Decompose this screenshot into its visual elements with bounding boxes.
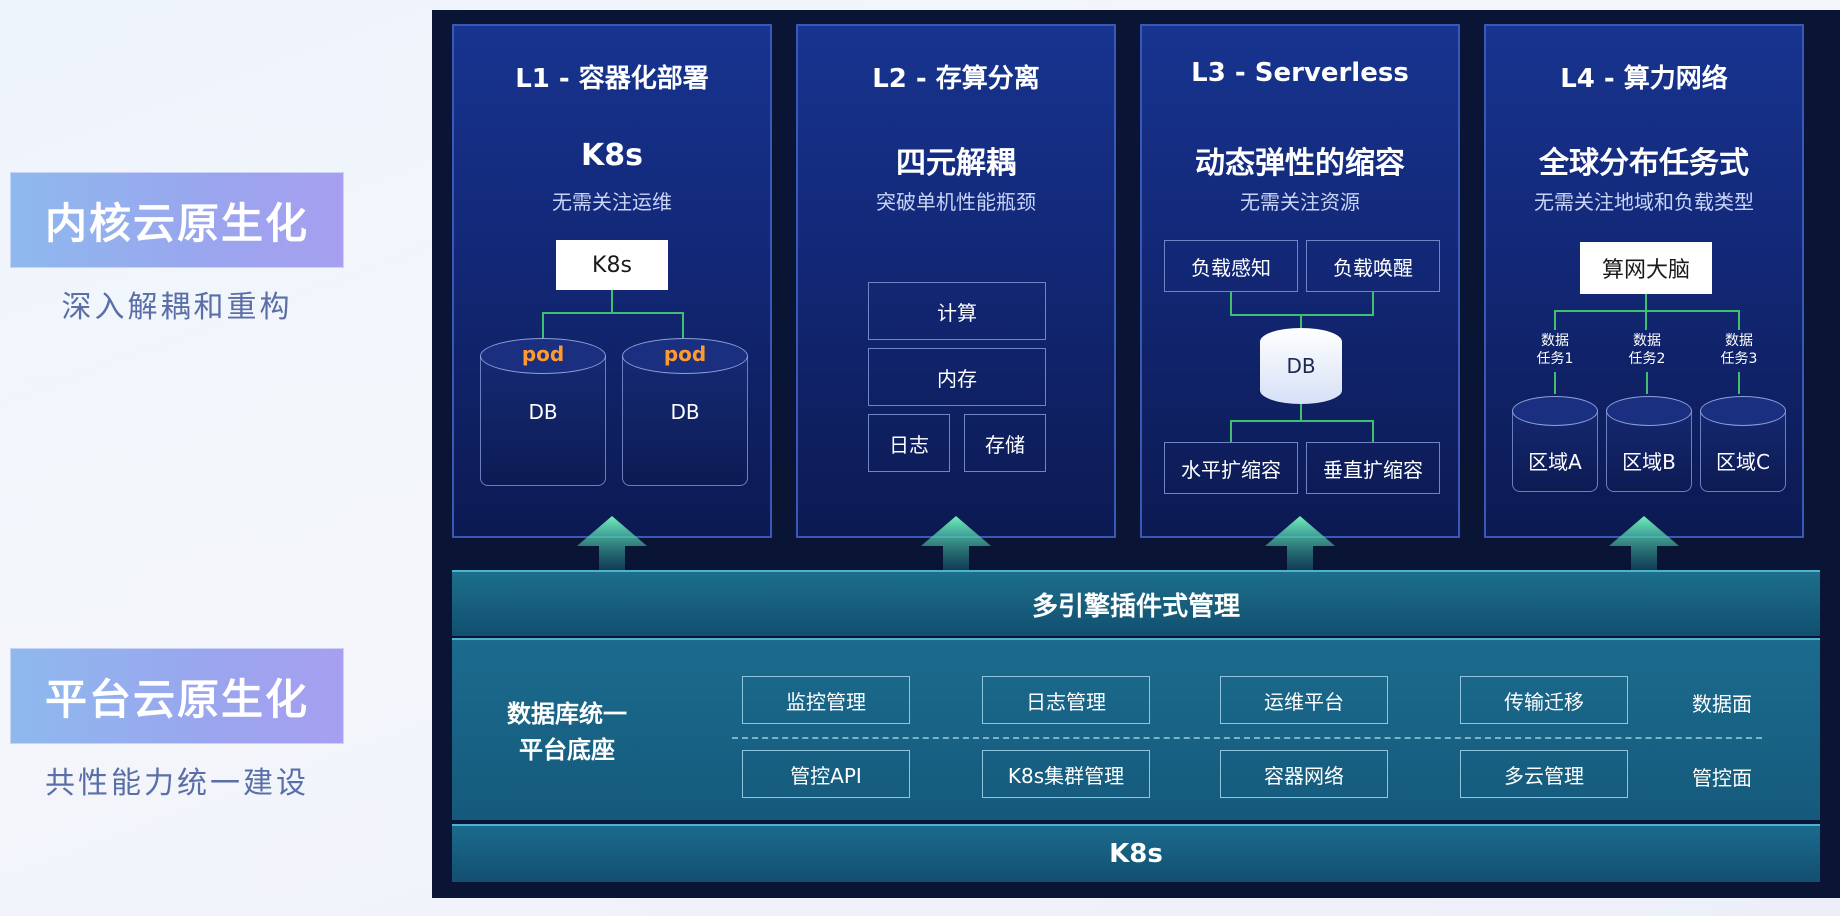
connector-line [1554, 310, 1556, 330]
pod-cylinder [480, 356, 606, 486]
column-subtitle: 无需关注资源 [1240, 190, 1360, 214]
connector-line [1230, 292, 1232, 314]
pod-label: pod [521, 342, 565, 366]
load-sensing-box: 负载感知 [1164, 240, 1298, 292]
compute-network-brain-box: 算网大脑 [1580, 242, 1712, 294]
region-cylinder-top [1512, 396, 1598, 426]
column-title: L1 - 容器化部署 [515, 64, 709, 94]
vertical-scaling-box: 垂直扩缩容 [1306, 442, 1440, 494]
compute-box: 计算 [868, 282, 1046, 340]
horizontal-scaling-box: 水平扩缩容 [1164, 442, 1298, 494]
connector-line [1646, 372, 1648, 394]
multi-engine-management-bar: 多引擎插件式管理 [452, 570, 1820, 636]
data-plane-label: 数据面 [1692, 692, 1752, 716]
region-label: 区域B [1622, 450, 1676, 474]
up-arrow-icon [1609, 516, 1679, 578]
column-l3: L3 - Serverless 动态弹性的缩容 无需关注资源 负载感知 负载唤醒… [1140, 24, 1460, 538]
region-label: 区域C [1716, 450, 1770, 474]
base-title-line1: 数据库统一 [507, 700, 627, 728]
connector-line [1230, 420, 1374, 422]
container-network-box: 容器网络 [1220, 750, 1388, 798]
column-title: L4 - 算力网络 [1560, 64, 1728, 94]
connector-line [611, 290, 613, 312]
connector-line [1372, 292, 1374, 314]
column-headline: 全球分布任务式 [1539, 146, 1749, 181]
storage-box: 存储 [964, 414, 1046, 472]
column-title: L2 - 存算分离 [872, 64, 1040, 94]
task-line1: 数据 [1633, 333, 1661, 349]
data-task-label: 数据任务3 [1708, 332, 1770, 368]
multi-cloud-management-box: 多云管理 [1460, 750, 1628, 798]
transfer-migration-box: 传输迁移 [1460, 676, 1628, 724]
load-wakeup-box: 负载唤醒 [1306, 240, 1440, 292]
control-plane-label: 管控面 [1692, 766, 1752, 790]
connector-line [1300, 404, 1302, 420]
pod-cylinder-top [622, 338, 748, 374]
connector-line [1230, 314, 1374, 316]
column-headline: 动态弹性的缩容 [1195, 146, 1405, 181]
ops-platform-box: 运维平台 [1220, 676, 1388, 724]
platform-base: 数据库统一平台底座 监控管理 日志管理 运维平台 传输迁移 数据面 管控API … [452, 638, 1820, 820]
db-cylinder: DB [1260, 328, 1342, 404]
base-title-line2: 平台底座 [519, 736, 615, 764]
connector-line [1645, 294, 1647, 330]
column-subtitle: 无需关注地域和负载类型 [1534, 190, 1754, 214]
column-l2: L2 - 存算分离 四元解耦 突破单机性能瓶颈 计算 内存 日志 存储 [796, 24, 1116, 538]
control-api-box: 管控API [742, 750, 910, 798]
architecture-panel: L1 - 容器化部署 K8s 无需关注运维 K8s pod DB pod DB … [432, 10, 1840, 898]
column-subtitle: 无需关注运维 [552, 190, 672, 214]
data-task-label: 数据任务1 [1524, 332, 1586, 368]
platform-cloud-native-label: 平台云原生化 [10, 648, 344, 744]
pod-label: pod [663, 342, 707, 366]
task-line1: 数据 [1541, 333, 1569, 349]
column-title: L3 - Serverless [1191, 58, 1409, 88]
k8s-bar: K8s [452, 824, 1820, 882]
connector-line [682, 312, 684, 338]
memory-box: 内存 [868, 348, 1046, 406]
db-label: DB [528, 400, 558, 424]
task-line2: 任务2 [1628, 351, 1666, 367]
task-line1: 数据 [1725, 333, 1753, 349]
kernel-cloud-native-subtitle: 深入解耦和重构 [61, 290, 293, 325]
plane-divider [732, 737, 1762, 739]
connector-line [1300, 314, 1302, 328]
region-label: 区域A [1528, 450, 1582, 474]
data-task-label: 数据任务2 [1616, 332, 1678, 368]
kernel-cloud-native-label: 内核云原生化 [10, 172, 344, 268]
connector-line [1738, 372, 1740, 394]
platform-base-title: 数据库统一平台底座 [492, 696, 642, 768]
connector-line [542, 312, 684, 314]
connector-line [1554, 372, 1556, 394]
column-l4: L4 - 算力网络 全球分布任务式 无需关注地域和负载类型 算网大脑 数据任务1… [1484, 24, 1804, 538]
column-subtitle: 突破单机性能瓶颈 [876, 190, 1036, 214]
up-arrow-icon [921, 516, 991, 578]
monitoring-management-box: 监控管理 [742, 676, 910, 724]
region-cylinder-top [1700, 396, 1786, 426]
up-arrow-icon [577, 516, 647, 578]
platform-cloud-native-subtitle: 共性能力统一建设 [45, 766, 309, 801]
pod-cylinder [622, 356, 748, 486]
connector-line [1230, 420, 1232, 442]
log-box: 日志 [868, 414, 950, 472]
pod-cylinder-top [480, 338, 606, 374]
connector-line [1554, 310, 1740, 312]
region-cylinder-top [1606, 396, 1692, 426]
connector-line [542, 312, 544, 338]
task-line2: 任务1 [1536, 351, 1574, 367]
column-headline: 四元解耦 [896, 146, 1016, 181]
up-arrow-icon [1265, 516, 1335, 578]
column-headline: K8s [581, 138, 643, 173]
db-label: DB [670, 400, 700, 424]
k8s-cluster-management-box: K8s集群管理 [982, 750, 1150, 798]
connector-line [1372, 420, 1374, 442]
column-l1: L1 - 容器化部署 K8s 无需关注运维 K8s pod DB pod DB [452, 24, 772, 538]
log-management-box: 日志管理 [982, 676, 1150, 724]
task-line2: 任务3 [1720, 351, 1758, 367]
k8s-box: K8s [556, 240, 668, 290]
connector-line [1738, 310, 1740, 330]
